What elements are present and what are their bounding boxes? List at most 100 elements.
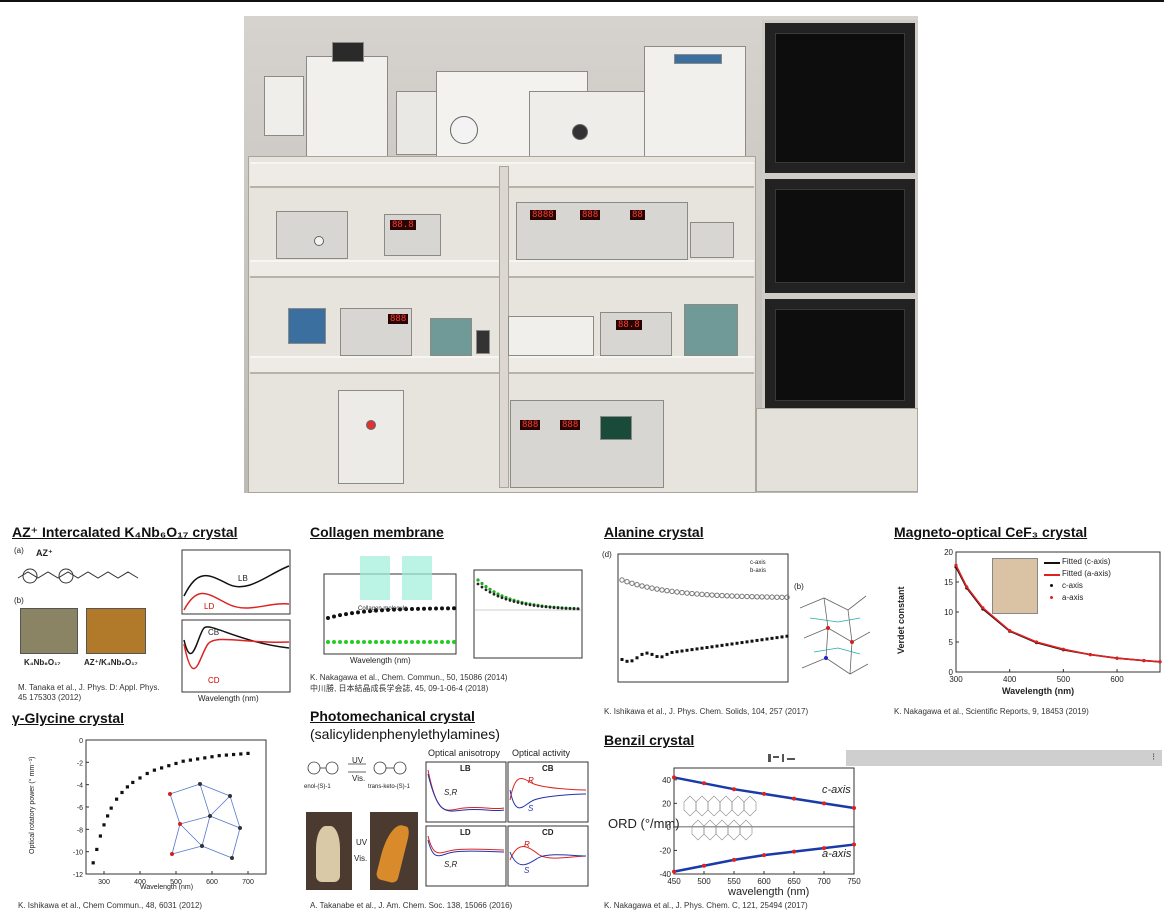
collagen-point [446, 606, 450, 611]
collagen-rotation-point [552, 606, 556, 609]
collagen-point [380, 640, 384, 644]
x-tick-label: 600 [1110, 675, 1124, 684]
overlay-fragment [768, 751, 844, 763]
benzil-point [792, 849, 796, 854]
alanine-point-open [739, 593, 745, 600]
alanine-point-open [669, 588, 675, 595]
collagen-rotation-point [484, 585, 488, 589]
collagen-point [368, 640, 372, 644]
crystal-photo-after [370, 812, 418, 890]
benzil-a-axis-label: a-axis [822, 848, 852, 860]
structure-bond [201, 815, 211, 847]
structure-bond [169, 793, 181, 825]
collagen-point [338, 640, 342, 644]
collagen-point [362, 609, 366, 614]
alanine-point-open [664, 587, 670, 594]
collagen-point [446, 640, 450, 644]
alanine-point-open [784, 594, 790, 601]
citation-collagen-1: K. Nakagawa et al., Chem. Commun., 50, 1… [310, 673, 508, 682]
benzil-point [792, 796, 796, 801]
structure-bond [199, 783, 211, 817]
collagen-rotation-point [536, 604, 540, 608]
x-tick-label: 400 [1003, 675, 1017, 684]
collagen-point [332, 640, 336, 644]
y-tick-label: 15 [944, 578, 953, 587]
collagen-rotation-point [480, 585, 484, 589]
benzil-ring [727, 819, 741, 841]
benzil-ring [707, 795, 721, 817]
collagen-rotation-point [516, 601, 520, 604]
alanine-legend-2: b-axis [750, 568, 767, 574]
alanine-point-open [709, 592, 715, 598]
panel-title-glycine: γ-Glycine crystal [12, 710, 125, 726]
benzil-point [702, 781, 706, 786]
alanine-point-filled [635, 656, 639, 660]
benzil-c-axis-label: c-axis [822, 784, 851, 796]
y-tick-label: -12 [73, 872, 83, 879]
photomech-trans-label: trans-keto-(S)-1 [368, 784, 411, 790]
photomech-r-label-1: R [528, 776, 534, 785]
collagen-rotation-point [488, 587, 492, 591]
alanine-point-filled [665, 652, 669, 656]
verdet-legend-1: Fitted (c-axis) [1062, 557, 1111, 566]
benzil-ring [743, 795, 757, 817]
collagen-rotation-point [476, 578, 480, 582]
alanine-point-filled [640, 652, 644, 656]
structure-atom [200, 844, 204, 848]
citation-magneto: K. Nakagawa et al., Scientific Reports, … [894, 707, 1089, 716]
glycine-point [203, 756, 207, 760]
verdet-point [1008, 629, 1012, 633]
alanine-point-open [629, 580, 635, 586]
photomech-sr-label-1: S,R [444, 788, 458, 797]
benzil-point [672, 869, 676, 874]
photomech-cd-label: CD [542, 828, 554, 837]
alanine-structure: (b) [794, 582, 874, 692]
az-cd-label: CD [208, 676, 220, 685]
glycine-point [102, 823, 106, 827]
alanine-point-filled [740, 641, 744, 645]
alanine-point-filled [720, 643, 724, 647]
glycine-point [160, 766, 164, 770]
alanine-point-filled [675, 650, 679, 654]
collagen-rotation-point [496, 594, 500, 598]
citation-glycine: K. Ishikawa et al., Chem Commun., 48, 60… [18, 901, 203, 910]
glycine-point [145, 771, 149, 776]
structure-bond [171, 823, 181, 855]
x-tick-label: 500 [1057, 675, 1071, 684]
benzil-point [732, 857, 736, 862]
y-tick-label: -10 [73, 850, 83, 857]
benzil-ring [691, 819, 705, 841]
alanine-point-open [774, 594, 780, 600]
collagen-rotation-chart [466, 566, 586, 670]
benzil-ring [719, 795, 733, 817]
glycine-point [196, 757, 200, 761]
photomech-vis-2: Vis. [354, 854, 368, 863]
collagen-point [350, 611, 354, 616]
benzil-point [672, 775, 676, 780]
alanine-legend-1: c-axis [750, 560, 766, 566]
photomech-spectra: LB CB LD CD S,R S,R R S R S [424, 760, 592, 890]
collagen-point [356, 640, 360, 644]
photomech-ld-label: LD [460, 828, 471, 837]
collagen-xlabel: Wavelength (nm) [350, 656, 411, 665]
collagen-rotation-point [532, 604, 536, 607]
verdet-line-1 [955, 564, 1161, 663]
alanine-point-open [749, 593, 755, 600]
collagen-point [374, 608, 378, 613]
collagen-point [410, 606, 414, 611]
alanine-point-open [639, 583, 645, 589]
x-tick-label: 300 [949, 675, 963, 684]
verdet-point [965, 585, 969, 589]
y-tick-label: 10 [944, 608, 953, 617]
glycine-point [125, 785, 129, 789]
y-tick-label: 0 [79, 738, 83, 745]
glycine-point [167, 764, 171, 768]
alanine-point-open [694, 591, 700, 597]
alanine-label-d: (d) [602, 550, 612, 559]
az-xlabel: Wavelength (nm) [198, 694, 259, 703]
collagen-rotation-point [548, 605, 552, 609]
collagen-rotation-point [544, 605, 548, 609]
y-tick-label: 5 [949, 638, 954, 647]
collagen-rotation-point [560, 606, 564, 610]
